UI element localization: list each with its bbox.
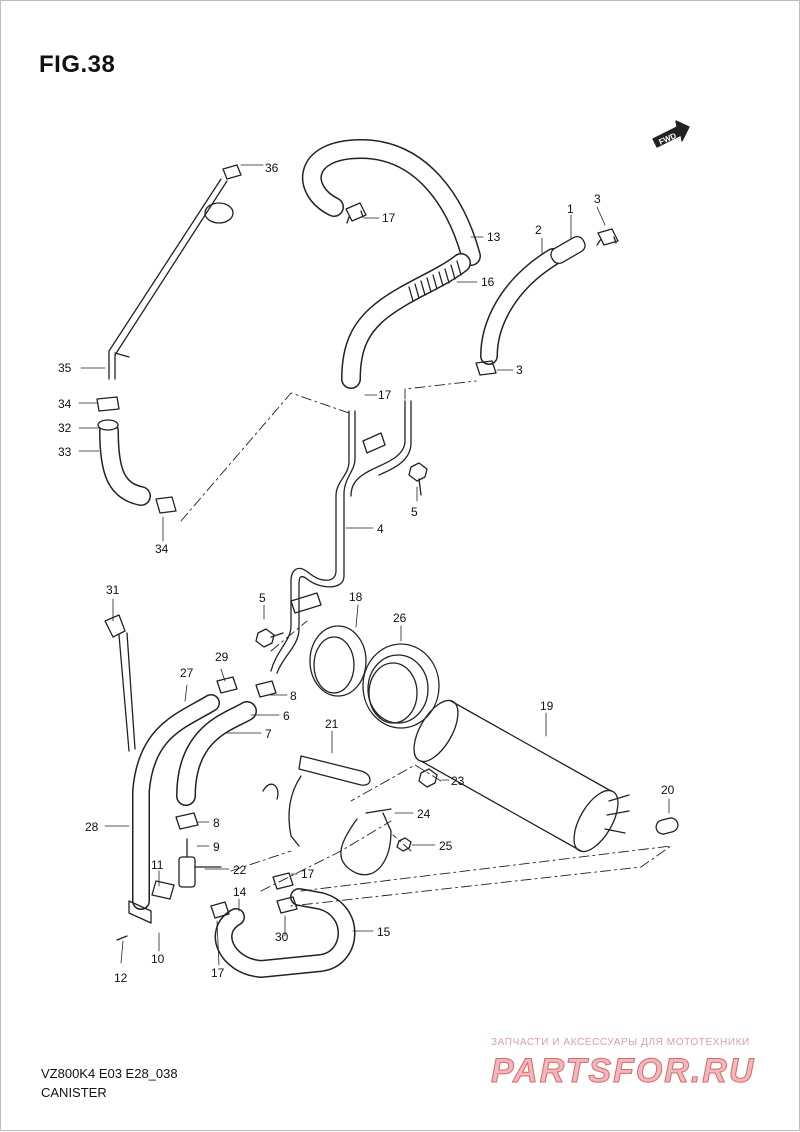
section-name: CANISTER: [41, 1085, 107, 1100]
valve-9: [178, 838, 222, 888]
watermark-caption: ЗАПЧАСТИ И АКСЕССУАРЫ ДЛЯ МОТОТЕХНИКИ: [491, 1037, 750, 1048]
callout-13: 13: [487, 230, 501, 244]
callout-17-top: 17: [382, 211, 396, 225]
hose-13: [301, 139, 481, 266]
callout-18: 18: [349, 590, 363, 604]
callout-28: 28: [85, 820, 99, 834]
callout-25: 25: [439, 839, 453, 853]
callout-34-upper: 34: [58, 397, 72, 411]
callout-10: 10: [151, 952, 165, 966]
bracket-21: [262, 755, 371, 847]
bolt-5-upper: [408, 462, 428, 496]
clamp-34-upper: [96, 396, 120, 412]
callout-29: 29: [215, 650, 229, 664]
callout-22: 22: [233, 863, 247, 877]
callout-20: 20: [661, 783, 675, 797]
callout-5-lower: 5: [259, 591, 266, 605]
hose-27-28: [132, 694, 220, 910]
fwd-label: FWD: [657, 131, 678, 147]
bracket-24: [340, 808, 392, 876]
leader-lines: [78, 164, 670, 966]
callout-27: 27: [180, 666, 194, 680]
guide-lines: [180, 380, 672, 907]
callout-8-upper: 8: [290, 689, 297, 703]
callout-31: 31: [106, 583, 120, 597]
clamp-17-top: [345, 202, 367, 224]
callout-33: 33: [58, 445, 72, 459]
clamp-8-lower: [175, 812, 199, 830]
callout-2: 2: [535, 223, 542, 237]
callout-5-upper: 5: [411, 505, 418, 519]
callout-3-top: 3: [594, 192, 601, 206]
clamp-29: [216, 676, 238, 694]
watermark-logo-text: PARTSFOR.RU: [491, 1052, 755, 1090]
callout-30: 30: [275, 930, 289, 944]
hose-6-7: [176, 701, 257, 806]
tie-strap-31: [104, 614, 136, 752]
callout-7: 7: [265, 727, 272, 741]
clamp-3-top: [596, 228, 619, 246]
figure-title: FIG.38: [39, 51, 116, 78]
clamp-8-upper: [255, 680, 277, 698]
callout-35: 35: [58, 361, 72, 375]
cap-20: [655, 817, 679, 835]
callout-17-mid: 17: [378, 388, 392, 402]
ring-18: [309, 625, 367, 697]
watermark-logo: PARTSFOR.RU: [491, 1052, 755, 1091]
callout-26: 26: [393, 611, 407, 625]
bolt-5-lower: [255, 628, 284, 648]
callout-11: 11: [151, 858, 164, 872]
hose-14-15: [214, 888, 356, 978]
callout-23: 23: [451, 774, 465, 788]
callout-32: 32: [58, 421, 72, 435]
callout-17-bottom: 17: [211, 966, 225, 980]
bolt-25: [396, 837, 412, 852]
clamps-17-30: [210, 872, 298, 919]
fwd-arrow-icon: [652, 120, 690, 148]
callout-4: 4: [377, 522, 384, 536]
callout-9: 9: [213, 840, 220, 854]
callout-6: 6: [283, 709, 290, 723]
bracket-10-11: [116, 880, 175, 941]
callout-24: 24: [417, 807, 431, 821]
hose-33: [97, 419, 151, 506]
model-code: VZ800K4 E03 E28_038: [41, 1066, 178, 1081]
callout-17-right: 17: [301, 867, 315, 881]
callout-1: 1: [567, 202, 574, 216]
clamp-3-mid: [475, 360, 497, 376]
pipe-4: [270, 400, 412, 674]
clamp-34-lower: [155, 496, 177, 514]
ring-26: [362, 643, 440, 729]
bolt-23: [418, 768, 438, 788]
hose-protector-16: [341, 253, 471, 389]
callout-12: 12: [114, 971, 128, 985]
callout-16: 16: [481, 275, 495, 289]
canister-19: [413, 699, 630, 853]
callout-8-lower: 8: [213, 816, 220, 830]
pipe-35: [108, 164, 242, 380]
callout-15: 15: [377, 925, 391, 939]
callout-19: 19: [540, 699, 554, 713]
hose-2: [480, 235, 586, 365]
callout-36: 36: [265, 161, 279, 175]
callout-14: 14: [233, 885, 247, 899]
callout-34-lower: 34: [155, 542, 169, 556]
callout-3-mid: 3: [516, 363, 523, 377]
callout-21: 21: [325, 717, 339, 731]
